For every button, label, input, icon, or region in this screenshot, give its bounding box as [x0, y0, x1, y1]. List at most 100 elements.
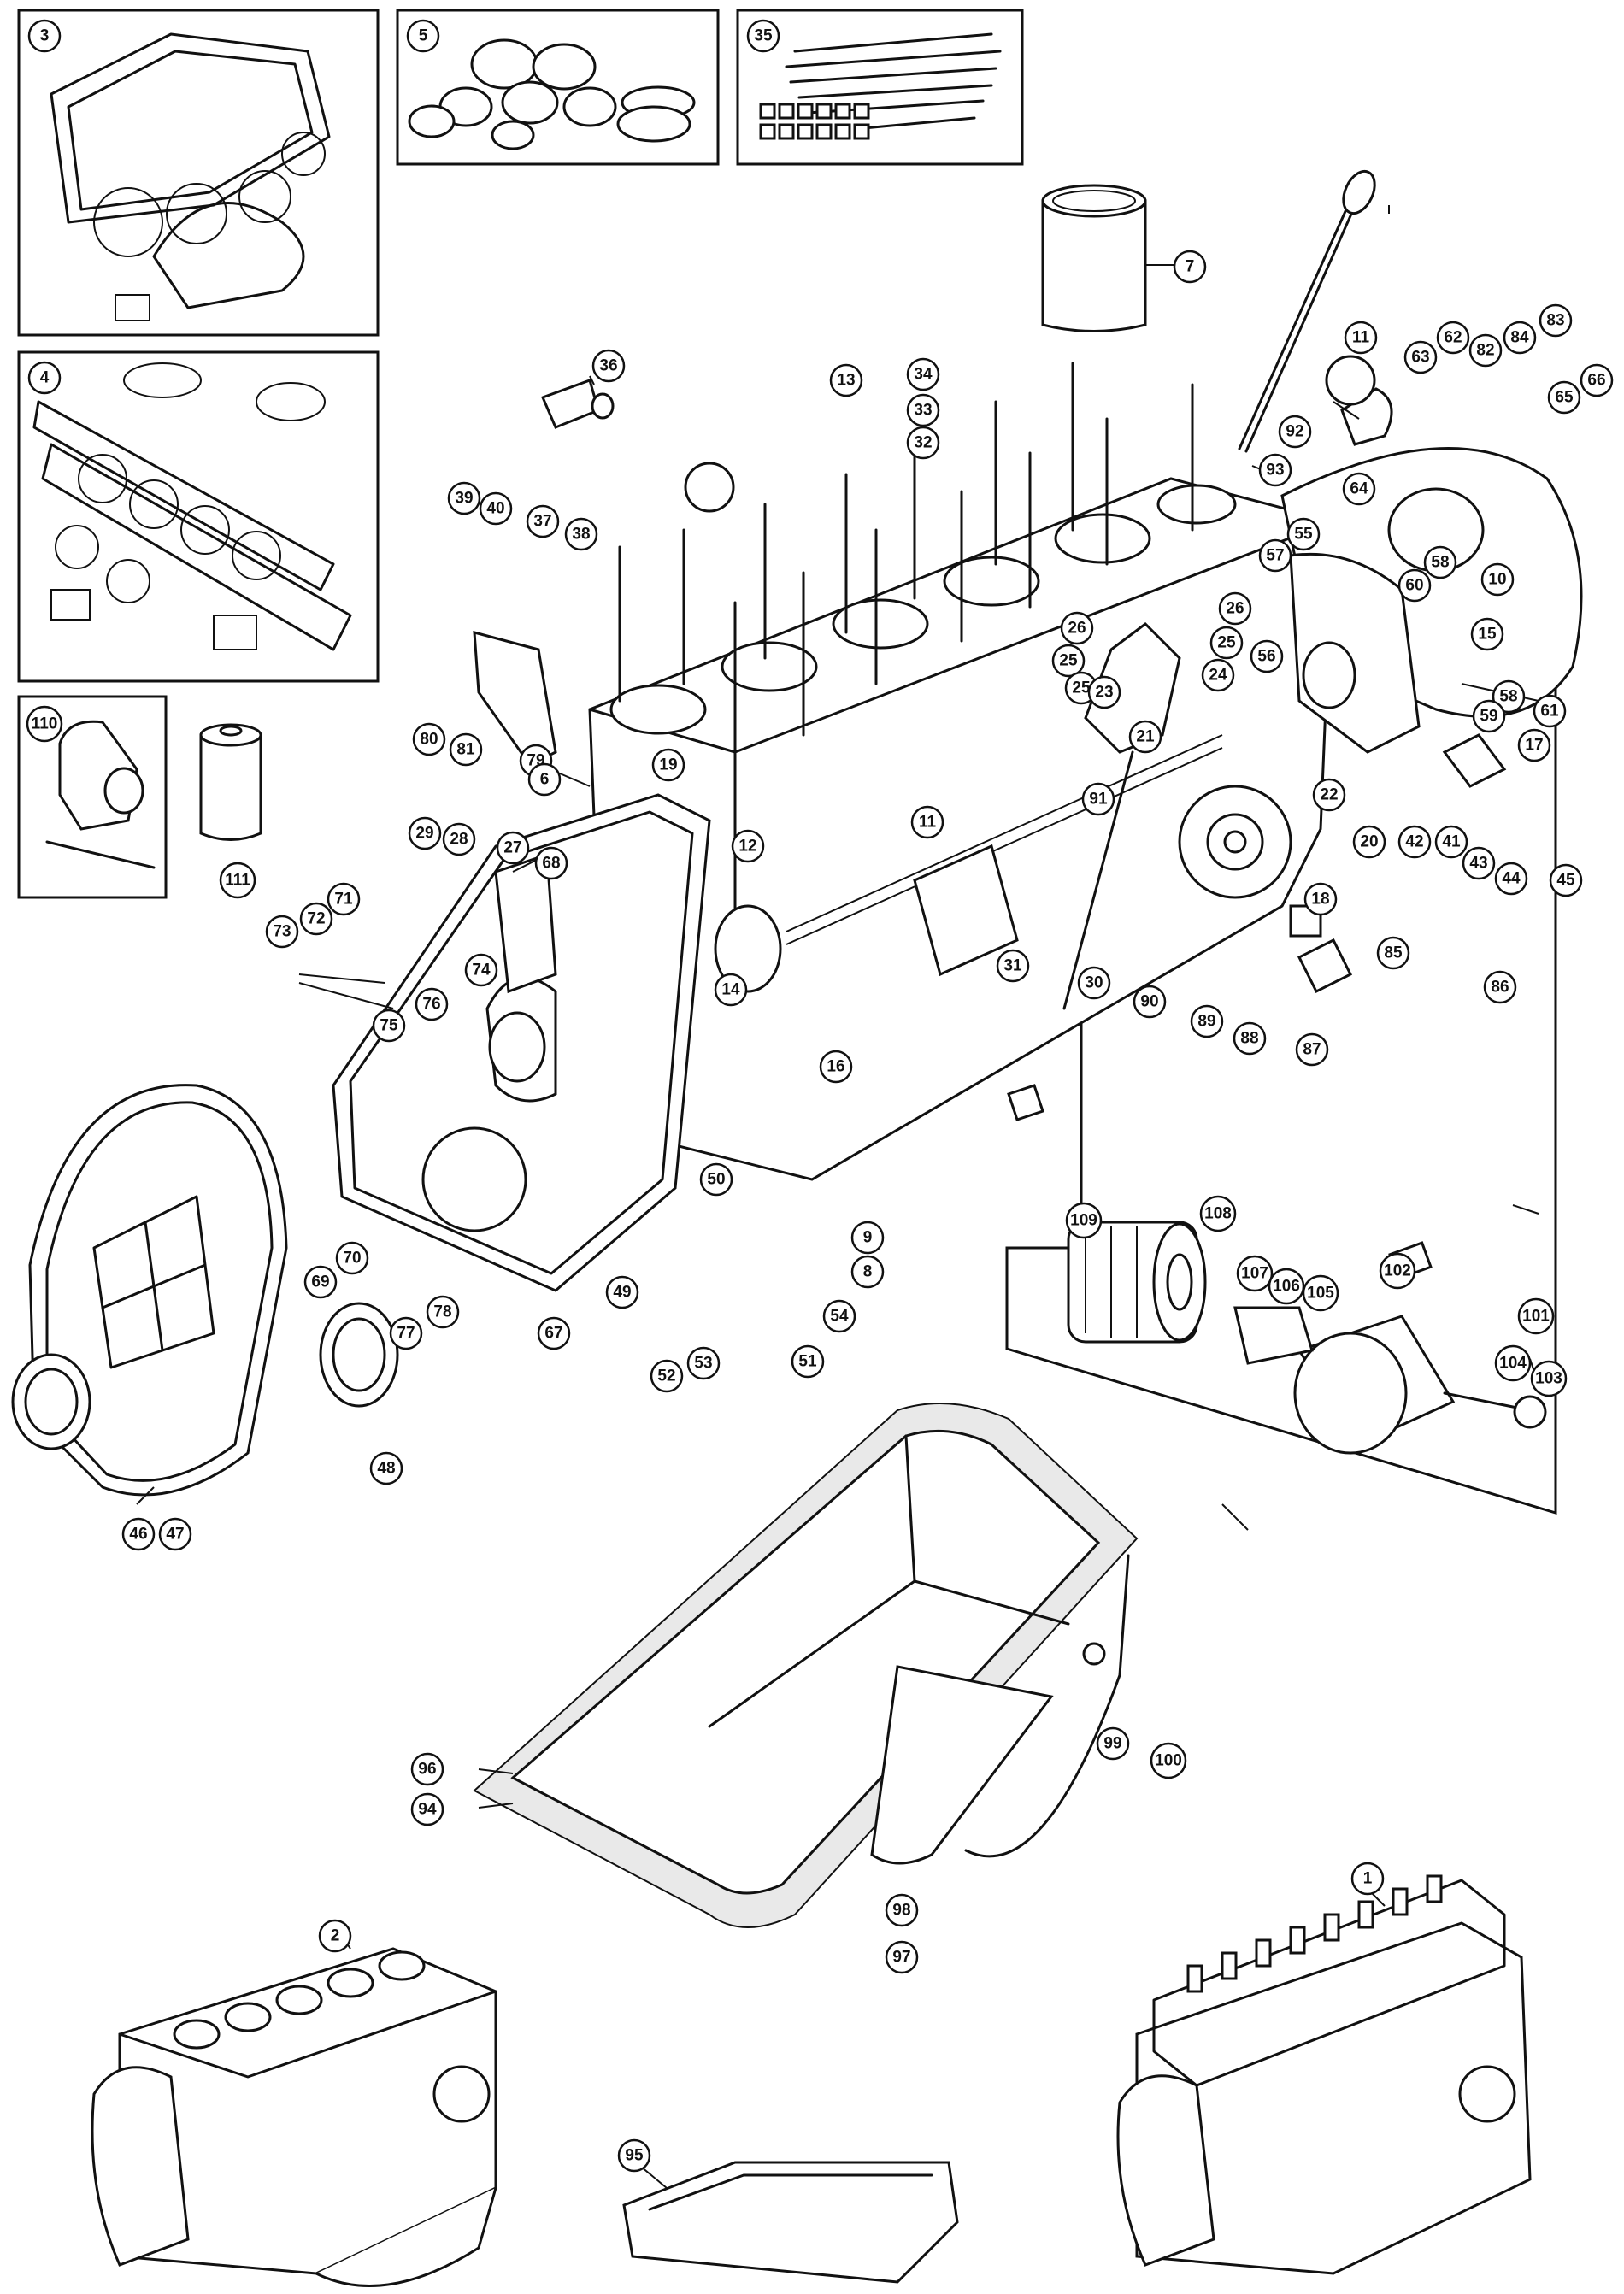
- complete-engine-assembly: [1116, 1874, 1532, 2275]
- callout-circle: [303, 1265, 338, 1299]
- callout-circle: [1081, 782, 1115, 816]
- rear-plate-and-seal-housing: [1280, 387, 1583, 754]
- callout-number: 23: [1095, 684, 1113, 702]
- valve-springs: [1186, 1874, 1443, 1993]
- callout-number: 100: [1155, 1752, 1182, 1770]
- callout-number: 11: [1352, 329, 1370, 347]
- callout-44: 44: [1494, 862, 1528, 896]
- callout-number: 77: [397, 1325, 415, 1343]
- callout-circle: [1539, 303, 1573, 338]
- callout-number: 74: [472, 962, 491, 979]
- inset-frame-filter-adapter: [17, 695, 168, 899]
- filter-element: [1067, 1221, 1207, 1344]
- callout-70: 70: [335, 1241, 369, 1275]
- callout-number: 91: [1089, 791, 1108, 809]
- callout-circle: [27, 19, 62, 53]
- callout-14: 14: [714, 973, 748, 1007]
- callout-8: 8: [850, 1255, 885, 1289]
- callout-number: 85: [1384, 944, 1403, 962]
- callout-circle: [1434, 825, 1468, 859]
- callout-circle: [327, 882, 361, 916]
- callout-circle: [406, 19, 440, 53]
- callout-number: 28: [450, 831, 468, 849]
- callout-20: 20: [1352, 825, 1386, 859]
- callout-number: 17: [1525, 737, 1543, 755]
- callout-94: 94: [410, 1792, 444, 1826]
- callout-66: 66: [1580, 363, 1614, 397]
- callout-number: 60: [1405, 577, 1423, 595]
- callout-number: 46: [129, 1526, 147, 1544]
- callout-number: 26: [1068, 620, 1086, 638]
- callout-number: 57: [1266, 547, 1284, 565]
- callout-50: 50: [699, 1162, 733, 1197]
- callout-circle: [426, 1295, 460, 1329]
- callout-circle: [389, 1316, 423, 1350]
- callout-52: 52: [650, 1359, 684, 1393]
- callout-34: 34: [906, 357, 940, 391]
- callout-circle: [1470, 617, 1504, 651]
- callout-19: 19: [651, 748, 685, 782]
- callout-37: 37: [526, 504, 560, 538]
- callout-59: 59: [1472, 699, 1506, 733]
- callout-number: 55: [1294, 526, 1313, 544]
- callout-number: 63: [1411, 349, 1429, 367]
- callout-circle: [265, 915, 299, 949]
- callout-number: 66: [1587, 372, 1605, 390]
- callout-circle: [410, 1792, 444, 1826]
- callout-67: 67: [537, 1316, 571, 1350]
- callout-number: 95: [625, 2147, 644, 2165]
- callout-circle: [1209, 626, 1244, 660]
- callout-circle: [564, 517, 598, 551]
- callout-77: 77: [389, 1316, 423, 1350]
- callout-circle: [1051, 644, 1086, 678]
- callout-circle: [910, 805, 944, 839]
- callout-15: 15: [1470, 617, 1504, 651]
- callout-73: 73: [265, 915, 299, 949]
- callout-number: 8: [863, 1263, 873, 1281]
- callout-number: 102: [1384, 1262, 1411, 1280]
- callout-69: 69: [303, 1265, 338, 1299]
- callout-circle: [1530, 1360, 1568, 1397]
- callout-number: 30: [1085, 974, 1103, 992]
- callout-circle: [1065, 1202, 1103, 1239]
- callout-circle: [699, 1162, 733, 1197]
- callout-circle: [650, 1359, 684, 1393]
- callout-103: 103: [1530, 1360, 1568, 1397]
- callout-circle: [1233, 1021, 1267, 1056]
- engine-block: [588, 362, 1335, 1181]
- callout-circle: [591, 349, 626, 383]
- callout-number: 104: [1499, 1355, 1527, 1373]
- callout-89: 89: [1190, 1004, 1224, 1038]
- callout-circle: [731, 829, 765, 863]
- callout-number: 59: [1480, 708, 1497, 726]
- callout-circle: [791, 1344, 825, 1379]
- callout-circle: [850, 1255, 885, 1289]
- callout-circle: [442, 822, 476, 856]
- callout-number: 14: [721, 981, 740, 999]
- callout-number: 70: [343, 1250, 361, 1268]
- callout-circle: [686, 1346, 721, 1380]
- callout-circle: [1376, 936, 1410, 970]
- callout-circle: [1472, 699, 1506, 733]
- callout-number: 92: [1286, 423, 1303, 441]
- callout-number: 33: [914, 402, 932, 420]
- callout-number: 86: [1491, 979, 1509, 997]
- callout-74: 74: [464, 953, 498, 987]
- callout-number: 6: [540, 771, 550, 789]
- callout-number: 39: [455, 490, 473, 508]
- callout-number: 35: [754, 27, 773, 45]
- callout-number: 67: [544, 1325, 562, 1343]
- callout-number: 56: [1257, 648, 1275, 666]
- callout-64: 64: [1342, 472, 1376, 506]
- callout-circle: [415, 987, 449, 1021]
- callout-number: 31: [1003, 957, 1022, 975]
- callout-circle: [996, 949, 1030, 983]
- callout-circle: [1303, 882, 1338, 916]
- welch-plugs: [408, 38, 696, 150]
- callout-circle: [1492, 679, 1526, 714]
- callout-number: 3: [40, 27, 50, 45]
- callout-number: 36: [599, 357, 617, 375]
- callout-number: 9: [863, 1229, 873, 1247]
- callout-22: 22: [1312, 778, 1346, 812]
- callout-number: 13: [837, 372, 855, 390]
